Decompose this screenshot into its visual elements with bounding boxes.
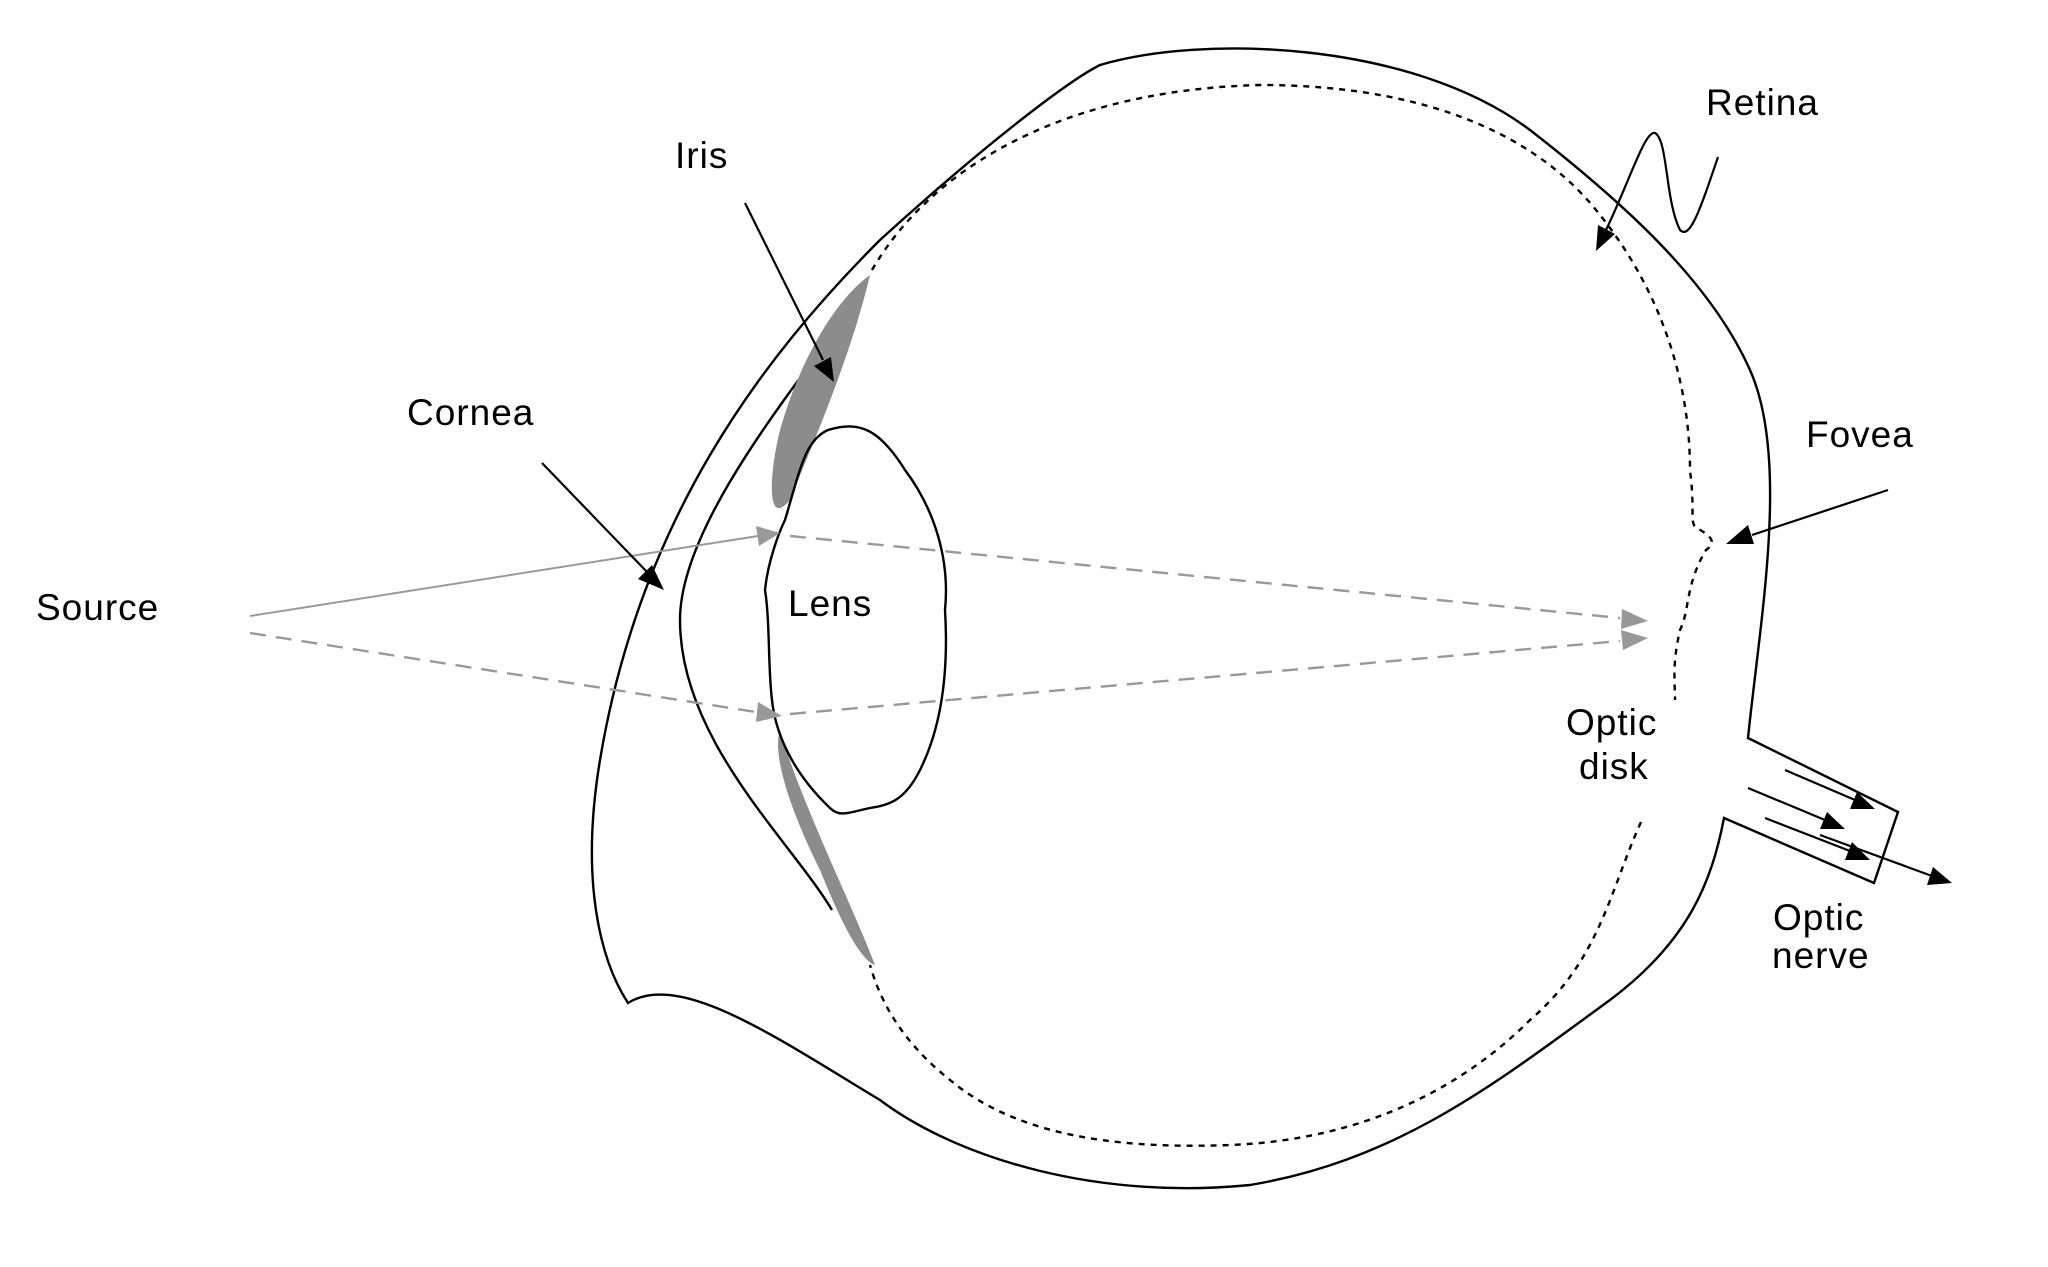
iris-pointer-line xyxy=(744,202,824,361)
cornea-pointer-line xyxy=(541,462,649,574)
label-iris: Iris xyxy=(675,135,728,176)
label-source: Source xyxy=(36,587,159,628)
ray-arrowhead-lens-bottom xyxy=(756,702,782,722)
iris-pointer-arrowhead xyxy=(814,357,834,382)
retina-pointer-arrowhead xyxy=(1596,225,1615,251)
ray-source-to-lens-bottom xyxy=(249,631,757,714)
nerve-signal-line-2 xyxy=(1747,786,1826,822)
ray-source-to-lens-top xyxy=(249,535,759,617)
label-optic-disk-line1: Optic xyxy=(1566,702,1657,743)
ray-arrowhead-lens-top xyxy=(756,526,780,546)
label-optic-nerve-line2: nerve xyxy=(1772,935,1870,976)
nerve-signal-line-3 xyxy=(1764,816,1851,853)
sclera-outline xyxy=(590,47,1900,1190)
retina-lower xyxy=(868,821,1643,1147)
label-cornea: Cornea xyxy=(407,392,534,433)
label-optic-nerve-line1: Optic xyxy=(1773,897,1864,938)
iris-upper xyxy=(771,275,870,509)
nerve-output-line xyxy=(1819,833,1933,878)
cornea-outline xyxy=(678,329,837,911)
retina-pointer-line xyxy=(1605,131,1720,233)
lens-outline xyxy=(763,425,948,815)
ray-arrowhead-retina-lower xyxy=(1621,630,1648,650)
nerve-signal-arrowhead-2 xyxy=(1820,812,1845,829)
fovea-pointer-arrowhead xyxy=(1726,525,1754,544)
nerve-signal-line-1 xyxy=(1784,768,1856,802)
label-fovea: Fovea xyxy=(1806,414,1914,455)
ray-arrowhead-retina-upper xyxy=(1621,609,1648,629)
ray-lens-bottom-to-retina xyxy=(789,639,1621,716)
ray-lens-top-to-retina xyxy=(789,534,1621,620)
nerve-signal-arrowhead-1 xyxy=(1850,792,1875,809)
fovea-pointer-line xyxy=(1751,488,1889,537)
nerve-output-arrowhead xyxy=(1927,867,1952,885)
label-optic-disk-line2: disk xyxy=(1579,746,1649,787)
cornea-pointer-arrowhead xyxy=(638,565,664,590)
label-lens: Lens xyxy=(788,583,872,624)
iris-lower xyxy=(778,730,875,965)
label-retina: Retina xyxy=(1706,82,1819,123)
retina-upper xyxy=(870,83,1713,701)
